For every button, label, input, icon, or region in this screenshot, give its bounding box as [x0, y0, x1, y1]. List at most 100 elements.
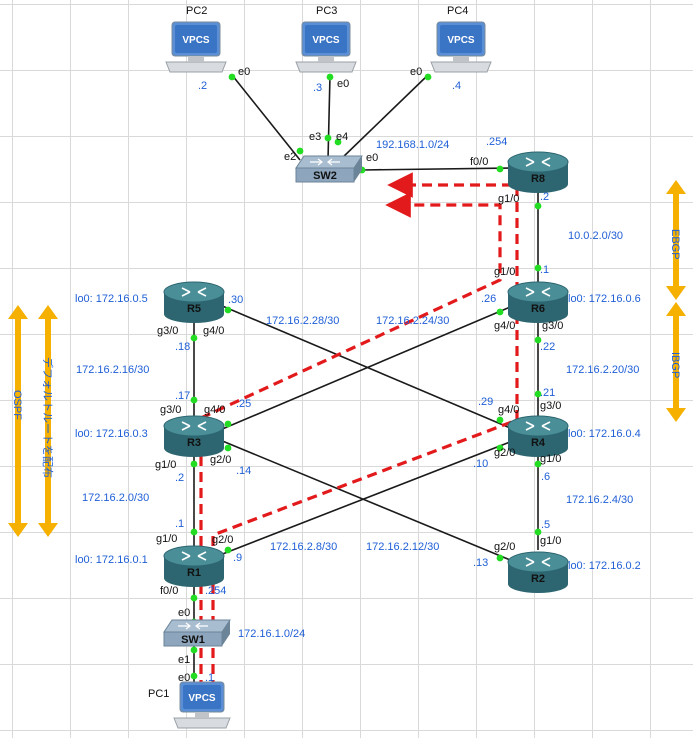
if-label: g3/0: [157, 325, 178, 337]
host-addr: .13: [473, 557, 488, 569]
port-dot: [534, 528, 542, 536]
r8-node[interactable]: R8: [507, 151, 569, 193]
port-dot: [224, 306, 232, 314]
network-labels: 192.168.1.0/24 10.0.2.0/30 172.16.2.20/3…: [76, 139, 639, 640]
port-dot: [224, 444, 232, 452]
if-label: e0: [366, 152, 378, 164]
pc3-name: PC3: [316, 5, 337, 17]
pc4-node[interactable]: VPCS: [430, 21, 492, 73]
port-dot: [190, 646, 198, 654]
network-label: 172.16.2.0/30: [82, 492, 149, 504]
r1-node[interactable]: R1: [163, 545, 225, 587]
if-label: g1/0: [498, 193, 519, 205]
host-addr: .2: [198, 80, 207, 92]
port-dot: [496, 444, 504, 452]
link-sw2-r8: [361, 167, 511, 171]
host-addr: .18: [175, 341, 190, 353]
port-dot: [190, 594, 198, 602]
r8-name: R8: [531, 173, 545, 185]
pc1-name: PC1: [148, 688, 169, 700]
r6-node[interactable]: R6: [507, 281, 569, 323]
pc-screen-label: VPCS: [447, 35, 475, 46]
port-dot: [190, 334, 198, 342]
pc1-node[interactable]: VPCS: [173, 681, 231, 729]
if-label: g1/0: [156, 533, 177, 545]
loopback-label: lo0: 172.16.0.2: [568, 560, 641, 572]
if-label: g4/0: [498, 404, 519, 416]
port-dot: [296, 147, 304, 155]
host-addr: .1: [540, 264, 549, 276]
ibgp-arrow: [666, 302, 686, 422]
if-label: e0: [178, 672, 190, 684]
sw1-node[interactable]: SW1: [163, 619, 231, 647]
if-label: g3/0: [542, 320, 563, 332]
if-label: e0: [337, 78, 349, 90]
link-r1-r4: [219, 439, 516, 556]
host-addr: .17: [175, 390, 190, 402]
host-addr: .14: [236, 465, 251, 477]
network-label: 172.16.2.16/30: [76, 364, 149, 376]
port-dot: [334, 138, 342, 146]
pc3-node[interactable]: VPCS: [295, 21, 357, 73]
pc2-node[interactable]: VPCS: [165, 21, 227, 73]
host-addr: .6: [541, 471, 550, 483]
network-label: 192.168.1.0/24: [376, 139, 449, 151]
if-label: e0: [178, 607, 190, 619]
pc2-name: PC2: [186, 5, 207, 17]
sw1-name: SW1: [181, 634, 205, 646]
if-label: f0/0: [160, 585, 178, 597]
path-outer: [199, 192, 502, 690]
host-addr: .254: [486, 136, 507, 148]
loopback-label: lo0: 172.16.0.6: [568, 293, 641, 305]
default-route-label: デフォルトルートを配布: [41, 357, 55, 478]
loopback-label: lo0: 172.16.0.5: [75, 293, 148, 305]
port-dot: [534, 460, 542, 468]
r2-name: R2: [531, 573, 545, 585]
host-addr: .9: [233, 552, 242, 564]
link-pc3-sw2: [327, 74, 331, 161]
if-label: g1/0: [494, 266, 515, 278]
if-label: e4: [336, 131, 348, 143]
if-label: f0/0: [470, 156, 488, 168]
host-addr: .1: [205, 672, 214, 684]
host-addresses: .2 .3 .4 .254 .2 .1 .22 .21 .6 .5 .18 .1…: [175, 80, 555, 684]
port-dot: [224, 546, 232, 554]
pc-screen-label: VPCS: [182, 35, 210, 46]
r4-name: R4: [531, 437, 546, 449]
r4-node[interactable]: R4: [507, 415, 569, 457]
if-label: g2/0: [494, 541, 515, 553]
if-label: g2/0: [210, 454, 231, 466]
link-r3-r6: [219, 304, 516, 431]
if-label: e2: [284, 151, 296, 163]
path-inner: [211, 172, 519, 690]
r5-node[interactable]: R5: [163, 281, 225, 323]
ebgp-arrow: [666, 180, 686, 300]
pc4-name: PC4: [447, 5, 468, 17]
ospf-label: OSPF: [11, 390, 23, 420]
if-label: e1: [178, 654, 190, 666]
network-label: 172.16.2.20/30: [566, 364, 639, 376]
port-dot: [190, 672, 198, 680]
sw2-node[interactable]: SW2: [295, 155, 363, 183]
loopback-label: lo0: 172.16.0.4: [568, 428, 641, 440]
host-addr: .3: [313, 82, 322, 94]
link-pc2-sw2: [231, 74, 301, 161]
r6-name: R6: [531, 303, 545, 315]
r2-node[interactable]: R2: [507, 551, 569, 593]
if-label: e0: [238, 66, 250, 78]
port-dot: [534, 202, 542, 210]
if-label: g3/0: [540, 400, 561, 412]
host-addr: .29: [478, 396, 493, 408]
port-dot: [190, 528, 198, 536]
links: [193, 74, 539, 690]
network-label: 172.16.2.28/30: [266, 315, 339, 327]
loopback-label: lo0: 172.16.0.3: [75, 428, 148, 440]
host-addr: .10: [473, 458, 488, 470]
r3-node[interactable]: R3: [163, 415, 225, 457]
if-label: g2/0: [212, 534, 233, 546]
if-label: g1/0: [540, 535, 561, 547]
host-addr: .21: [540, 387, 555, 399]
port-dot: [190, 396, 198, 404]
port-dot: [228, 73, 236, 81]
